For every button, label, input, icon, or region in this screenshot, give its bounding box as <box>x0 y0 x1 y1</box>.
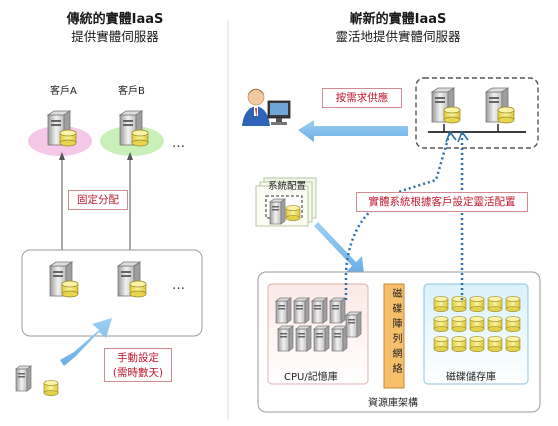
system-config-icon <box>255 177 317 227</box>
left-subtitle: 提供實體伺服器 <box>71 29 159 44</box>
disk-storage-label: 磁碟儲存庫 <box>446 372 496 383</box>
client-a-label: 客戶A <box>50 86 77 97</box>
on-demand-label: 按需求供應 <box>322 88 402 108</box>
more-clients-ellipsis: … <box>172 136 187 151</box>
monitor-icon <box>267 100 291 125</box>
arrowhead-icon <box>59 152 65 160</box>
arrowhead-icon <box>127 152 133 160</box>
spare-server-icon <box>15 365 32 392</box>
disk-array-network-label: 磁碟陣列網絡 <box>390 288 401 378</box>
deploy-arrow <box>314 222 364 274</box>
disk-array-network <box>383 283 405 389</box>
client-b-label: 客戶B <box>118 86 145 97</box>
spare-disk-icon <box>43 380 59 396</box>
storage-disk-icons <box>433 296 521 352</box>
right-title: 嶄新的實體IaaS <box>349 12 447 27</box>
left-server-pool <box>21 249 203 337</box>
cpu-memory-pool-label: CPU/記憶庫 <box>284 372 338 383</box>
manual-setup-arrow <box>60 318 112 366</box>
resource-pool-label: 資源庫架構 <box>368 398 418 409</box>
manual-setup-label: 手動設定 (需時數天) <box>104 348 172 382</box>
left-title: 傳統的實體IaaS <box>66 12 164 27</box>
flexible-config-label: 實體系統根據客戶設定靈活配置 <box>356 192 528 212</box>
fixed-allocation-label: 固定分配 <box>68 190 128 210</box>
supply-arrow <box>298 120 408 142</box>
system-config-label: 系統配置 <box>268 181 307 192</box>
user-icon <box>242 88 270 126</box>
cpu-link-dotted <box>344 131 452 300</box>
manual-setup-line2: (需時數天) <box>112 367 164 379</box>
manual-setup-line1: 手動設定 <box>117 352 159 364</box>
more-servers-ellipsis: … <box>172 278 187 293</box>
right-subtitle: 靈活地提供實體伺服器 <box>335 29 461 44</box>
